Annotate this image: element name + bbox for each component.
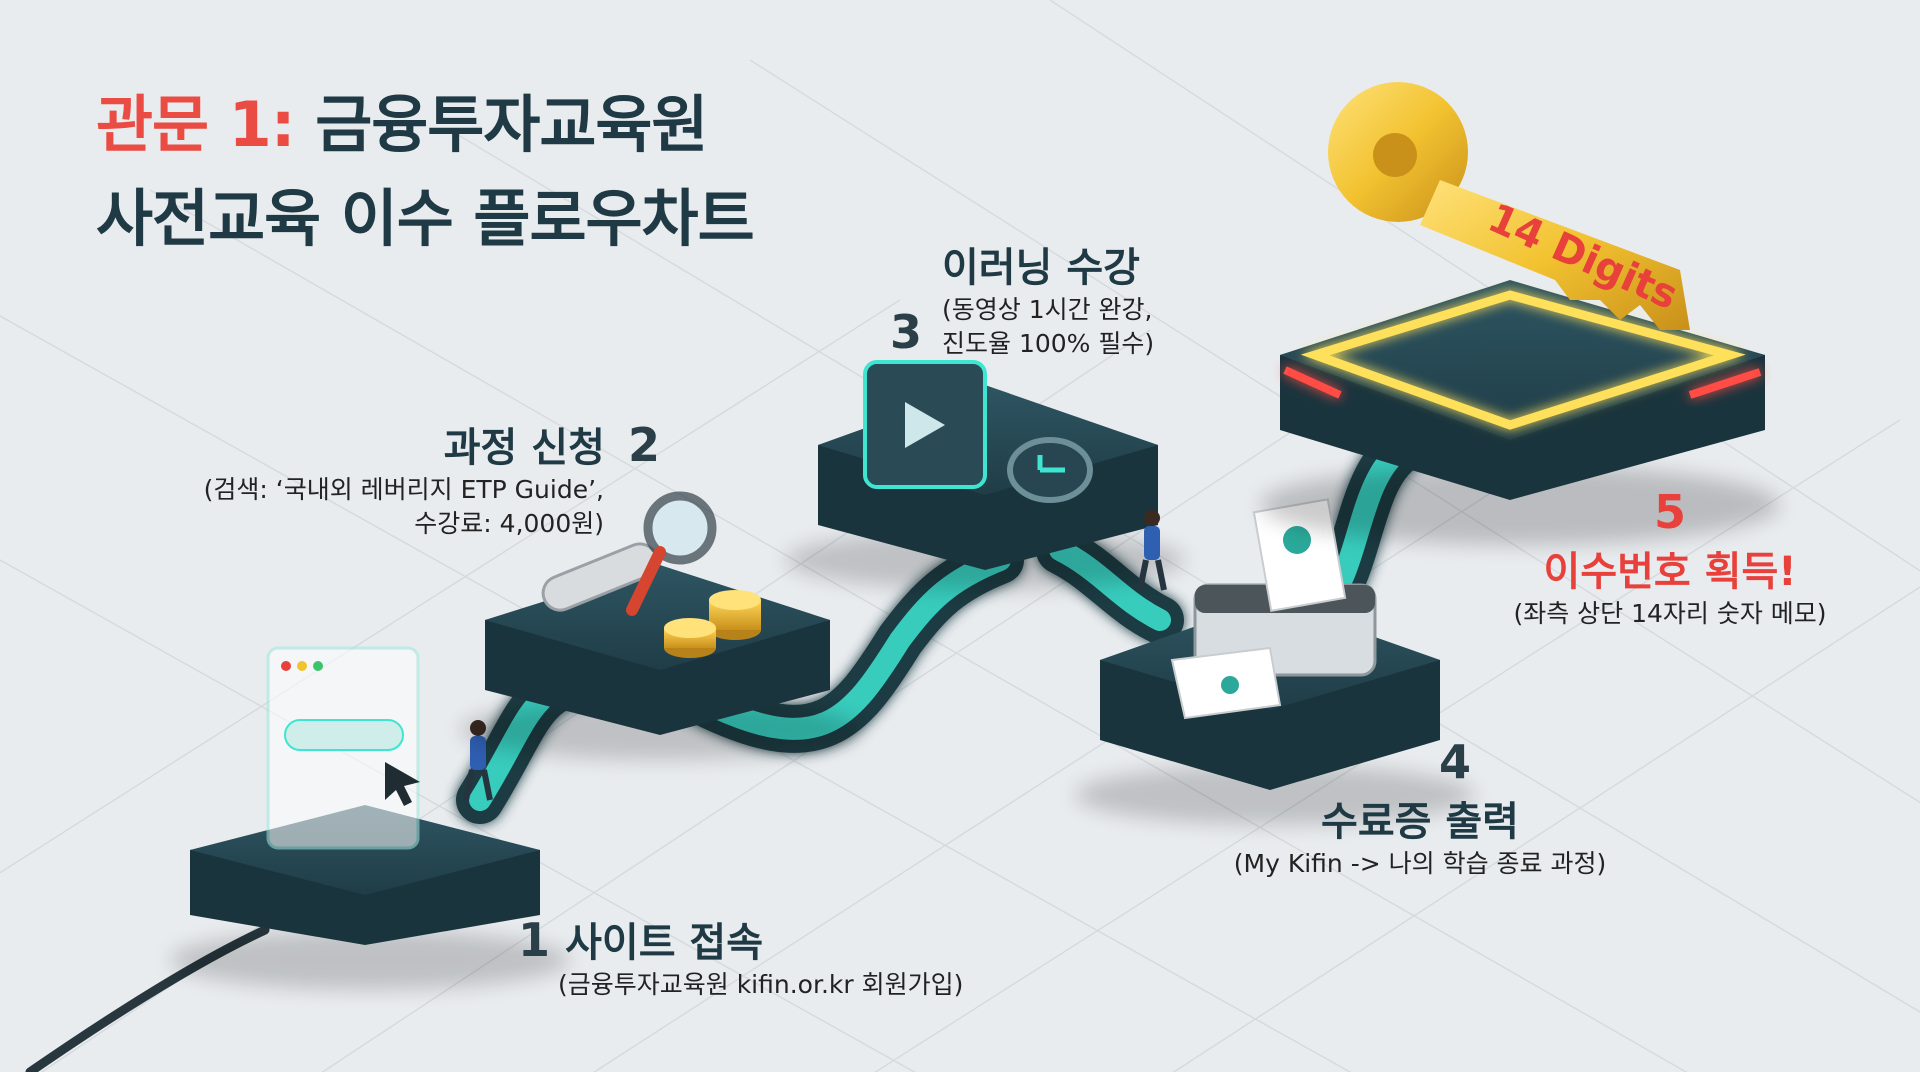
certificate-icon — [1170, 498, 1347, 720]
cursor-icon — [385, 762, 420, 806]
person-icon — [1137, 510, 1167, 591]
step-2-label: 과정 신청 2 (검색: ‘국내외 레버리지 ETP Guide’, 수강료: … — [160, 415, 660, 541]
clock-icon — [1007, 437, 1093, 503]
step-3-detail-1: (동영상 1시간 완강, — [942, 295, 1153, 324]
page-title: 관문 1: 금융투자교육원 사전교육 이수 플로우차트 — [96, 78, 755, 266]
step-5-number: 5 — [1653, 485, 1686, 539]
step-5-heading: 이수번호 획득! — [1543, 549, 1797, 595]
platform-step-4 — [1075, 498, 1475, 825]
step-4-detail: (My Kifin -> 나의 학습 종료 과정) — [1233, 849, 1607, 878]
coin-stack-icon — [664, 590, 761, 658]
step-4-heading: 수료증 출력 — [1321, 799, 1519, 845]
step-2-detail-2: 수강료: 4,000원) — [414, 509, 604, 538]
step-5-label: 5 이수번호 획득! (좌측 상단 14자리 숫자 메모) — [1460, 485, 1880, 631]
step-2-heading: 과정 신청 — [443, 425, 605, 471]
magnifier-icon — [626, 491, 717, 616]
title-line1-rest: 금융투자교육원 — [294, 88, 708, 161]
platform-step-3 — [785, 360, 1185, 591]
step-4-number: 4 — [1438, 735, 1471, 789]
platform-step-1 — [170, 646, 570, 990]
video-play-icon — [863, 360, 987, 489]
step-2-number: 2 — [627, 418, 660, 472]
step-3-detail-2: 진도율 100% 필수) — [942, 329, 1155, 358]
platform-step-2 — [460, 491, 860, 760]
step-5-detail: (좌측 상단 14자리 숫자 메모) — [1513, 599, 1827, 628]
title-highlight: 관문 1: — [96, 88, 296, 161]
step-4-label: 4 수료증 출력 (My Kifin -> 나의 학습 종료 과정) — [1190, 735, 1650, 881]
step-1-detail: (금융투자교육원 kifin.or.kr 회원가입) — [558, 970, 964, 999]
step-1-number: 1 — [518, 913, 551, 967]
step-1-heading: 사이트 접속 — [565, 920, 764, 966]
step-3-label: 이러닝 수강 3 (동영상 1시간 완강, 진도율 100% 필수) — [890, 235, 1350, 361]
step-2-detail-1: (검색: ‘국내외 레버리지 ETP Guide’, — [203, 475, 604, 504]
step-3-heading: 이러닝 수강 — [942, 245, 1140, 291]
title-line2: 사전교육 이수 플로우차트 — [96, 182, 755, 255]
step-3-number: 3 — [890, 305, 923, 359]
step-1-label: 1 사이트 접속 (금융투자교육원 kifin.or.kr 회원가입) — [518, 910, 1038, 1002]
platform-step-5 — [1260, 82, 1780, 545]
key-icon — [1328, 82, 1690, 330]
